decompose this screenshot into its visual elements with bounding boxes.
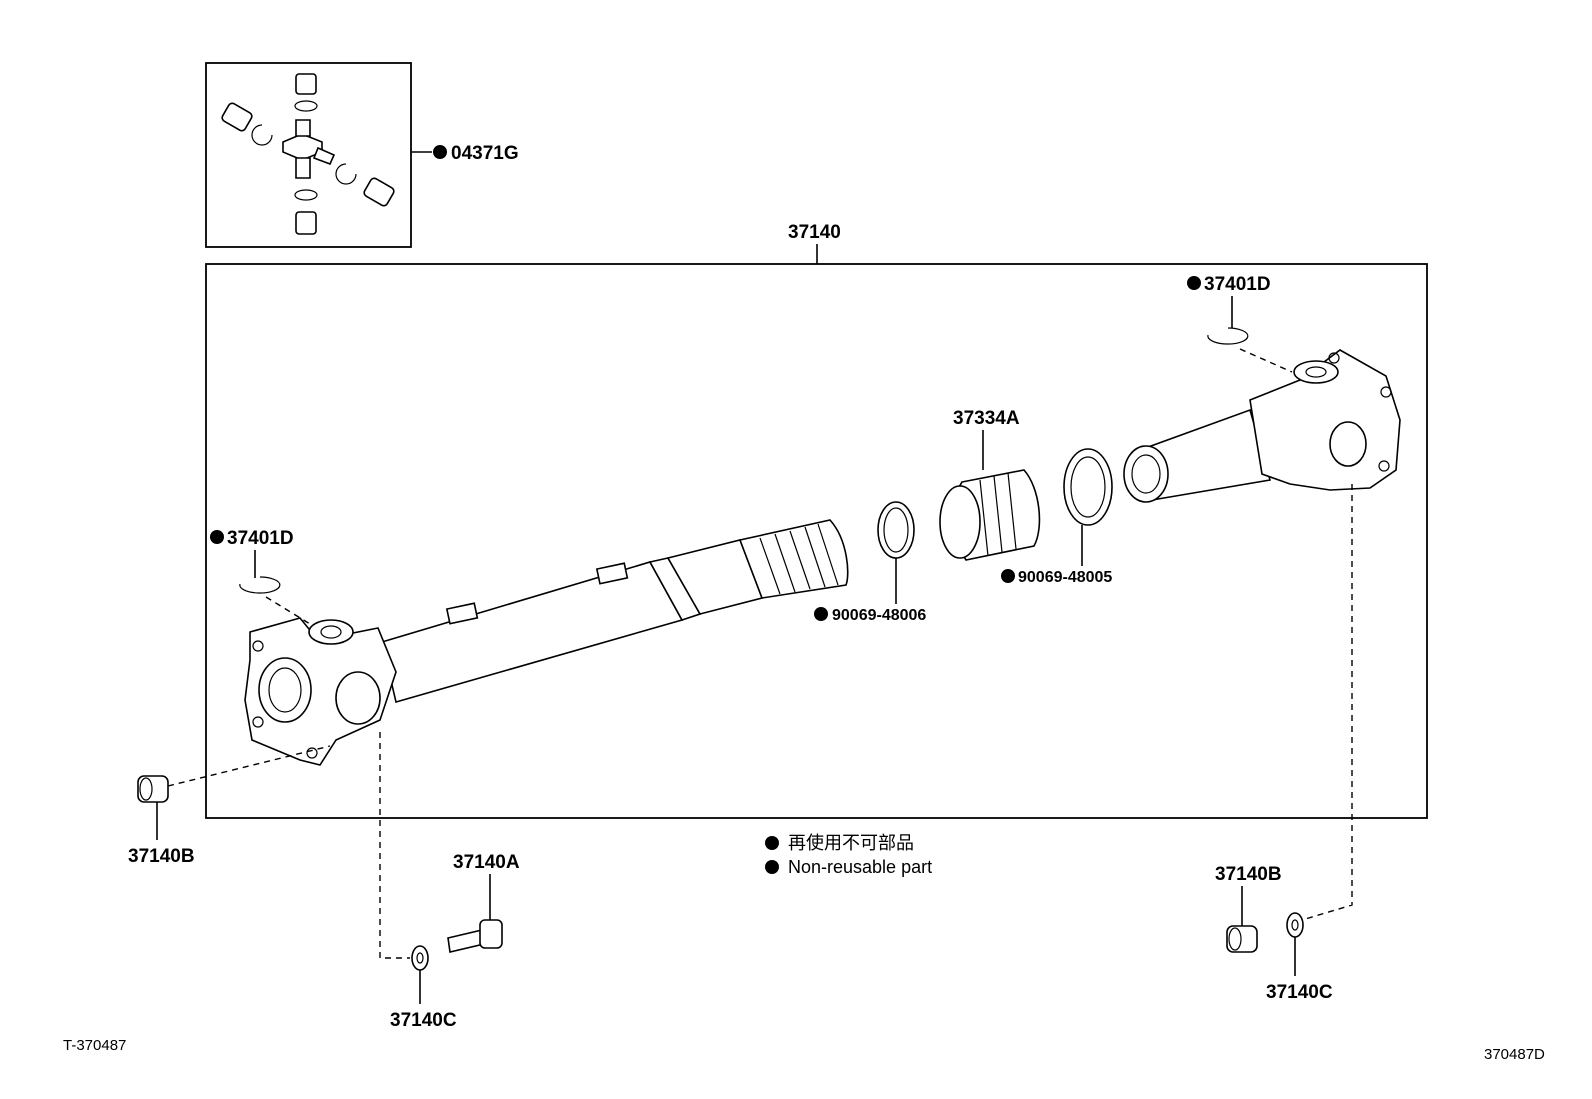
snap-ring-front xyxy=(239,576,281,594)
non-reusable-dot-icon xyxy=(433,145,447,159)
boot xyxy=(939,469,1041,561)
part-label-37140B-right: 37140B xyxy=(1215,864,1282,885)
part-label-37401D-rear: 37401D xyxy=(1204,274,1271,295)
legend-jp: 再使用不可部品 xyxy=(788,833,914,853)
bolt xyxy=(447,919,503,953)
part-label-37334A: 37334A xyxy=(953,408,1020,429)
assembly-box xyxy=(205,263,1428,819)
figure-code: 370487D xyxy=(1484,1046,1545,1063)
part-label-37140: 37140 xyxy=(788,222,841,243)
washer-left xyxy=(411,945,429,971)
non-reusable-dot-icon xyxy=(210,530,224,544)
legend-dot-icon xyxy=(765,860,779,874)
small-clamp xyxy=(877,501,915,559)
snap-ring-rear xyxy=(1207,327,1249,345)
front-flange-yoke xyxy=(244,617,397,766)
non-reusable-dot-icon xyxy=(1187,276,1201,290)
propeller-shaft-tube xyxy=(381,519,849,704)
inset-box xyxy=(205,62,412,248)
universal-joint-spider-kit xyxy=(221,73,395,235)
legend-dot-icon xyxy=(765,836,779,850)
part-label-37401D-front: 37401D xyxy=(227,528,294,549)
legend-en: Non-reusable part xyxy=(788,857,932,877)
bushing-left xyxy=(137,775,169,803)
illustration-code: T-370487 xyxy=(63,1037,126,1054)
part-label-04371G: 04371G xyxy=(451,143,519,164)
part-label-37140C-left: 37140C xyxy=(390,1010,457,1031)
part-label-37140A: 37140A xyxy=(453,852,520,873)
slip-yoke xyxy=(1123,349,1401,503)
non-reusable-dot-icon xyxy=(1001,569,1015,583)
part-label-90069-48006: 90069-48006 xyxy=(832,607,926,624)
part-label-37140C-right: 37140C xyxy=(1266,982,1333,1003)
large-clamp xyxy=(1063,448,1113,526)
part-label-90069-48005: 90069-48005 xyxy=(1018,569,1112,586)
washer-right xyxy=(1286,912,1304,938)
non-reusable-dot-icon xyxy=(814,607,828,621)
part-label-37140B-left: 37140B xyxy=(128,846,195,867)
bushing-right xyxy=(1226,925,1258,953)
